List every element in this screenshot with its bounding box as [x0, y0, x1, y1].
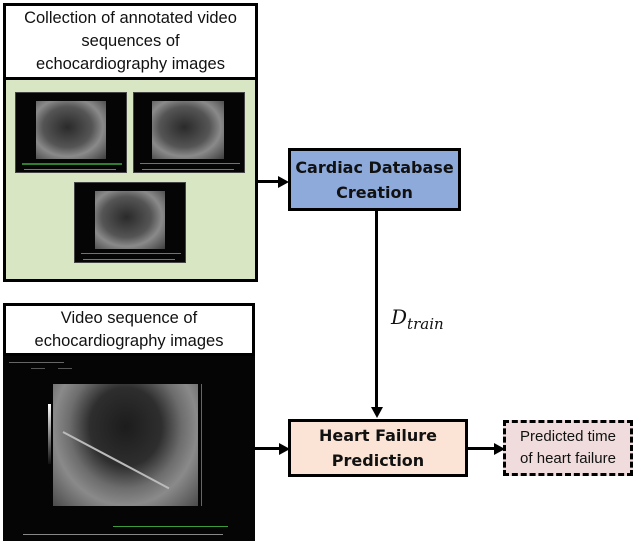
arrow-db-to-prediction-head [370, 407, 383, 418]
grayscale-bar [48, 404, 51, 464]
collection-title-line-3: echocardiography images [36, 55, 225, 73]
collection-title-line-1: Collection of annotated video [24, 9, 237, 27]
echo-video-frame [3, 356, 255, 541]
cardiac-database-creation-box: Cardiac Database Creation [288, 148, 461, 211]
ecg-trace [113, 526, 228, 527]
ultrasound-image [53, 384, 198, 506]
arrow-db-to-prediction-line [375, 211, 378, 409]
arrow-video-to-prediction-head [279, 442, 290, 455]
video-title-line-2: echocardiography images [34, 331, 224, 350]
collection-title-box: Collection of annotated video sequences … [3, 3, 258, 80]
d-train-subscript: train [407, 315, 444, 333]
collection-title-line-2: sequences of [81, 32, 180, 50]
d-train-base: D [391, 305, 408, 329]
echo-thumbnail-3 [74, 182, 186, 263]
collection-image-panel [3, 80, 258, 282]
predicted-time-output-box: Predicted time of heart failure [503, 420, 633, 476]
video-sequence-title-box: Video sequence of echocardiography image… [3, 303, 255, 356]
arrow-prediction-to-output-line [468, 447, 496, 450]
arrow-video-to-prediction-line [255, 447, 280, 450]
heart-failure-prediction-box: Heart Failure Prediction [288, 419, 468, 477]
arrow-prediction-to-output-head [494, 442, 505, 455]
d-train-label: Dtrain [391, 305, 444, 333]
cardiac-db-label-line-1: Cardiac Database [295, 157, 454, 177]
echo-thumbnail-2 [133, 92, 245, 173]
arrow-collection-to-db-head [278, 175, 289, 188]
output-label-line-1: Predicted time [520, 428, 616, 445]
cardiac-db-label-line-2: Creation [336, 182, 413, 202]
video-title-line-1: Video sequence of [60, 308, 198, 327]
hf-label-line-1: Heart Failure [318, 426, 438, 445]
echo-thumbnail-1 [15, 92, 127, 173]
arrow-collection-to-db-line [258, 180, 280, 183]
output-label-line-2: of heart failure [520, 450, 616, 467]
hf-label-line-2: Prediction [331, 451, 425, 470]
